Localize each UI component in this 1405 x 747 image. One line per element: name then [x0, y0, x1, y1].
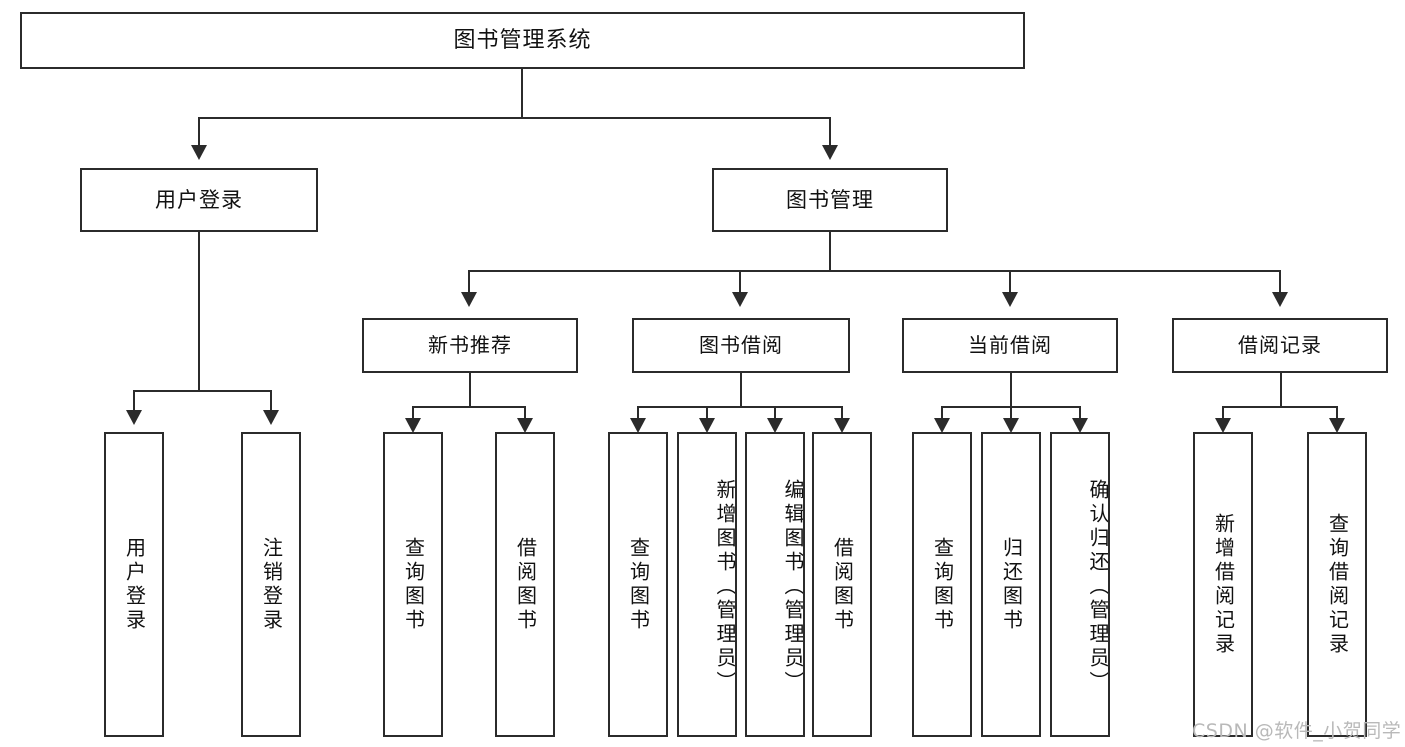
arrow-user-login-to-leaf-1	[126, 410, 142, 425]
connector-user-login-to-leaf-1	[133, 390, 135, 412]
arrow-book-manage-to-current	[1002, 292, 1018, 307]
leaf-label: 新增图书（管理员）	[713, 478, 737, 695]
leaf-label: 借阅图书	[830, 536, 855, 633]
connector-user-login-bar	[133, 390, 272, 392]
connector-book-borrow-stem	[740, 373, 742, 406]
arrow-book-manage-to-borrow	[732, 292, 748, 307]
leaf-user-login[interactable]: 用户登录	[104, 432, 164, 737]
arrow-book-manage-to-new-book	[461, 292, 477, 307]
leaf-return-book[interactable]: 归还图书	[981, 432, 1041, 737]
arrow-book-borrow-to-leaf-1	[630, 418, 646, 433]
connector-book-manage-bar	[468, 270, 1280, 272]
connector-user-login-to-leaf-2	[270, 390, 272, 412]
leaf-query-book-new[interactable]: 查询图书	[383, 432, 443, 737]
connector-book-manage-stem	[829, 232, 831, 270]
leaf-query-borrow-record[interactable]: 查询借阅记录	[1307, 432, 1367, 737]
connector-current-borrow-stem	[1010, 373, 1012, 406]
connector-borrow-record-stem	[1280, 373, 1282, 406]
connector-borrow-record-bar	[1222, 406, 1338, 408]
arrow-user-login-to-leaf-2	[263, 410, 279, 425]
node-current-borrow[interactable]: 当前借阅	[902, 318, 1118, 373]
leaf-label: 注销登录	[259, 536, 284, 633]
arrow-book-borrow-to-leaf-2	[699, 418, 715, 433]
leaf-label: 用户登录	[122, 536, 147, 633]
leaf-query-book-borrow[interactable]: 查询图书	[608, 432, 668, 737]
connector-root-stem	[521, 69, 523, 117]
arrow-current-borrow-to-leaf-3	[1072, 418, 1088, 433]
connector-borrow-record-to-leaf-2	[1336, 406, 1338, 420]
arrow-book-borrow-to-leaf-4	[834, 418, 850, 433]
connector-book-manage-to-new-book	[468, 270, 470, 294]
arrow-borrow-record-to-leaf-2	[1329, 418, 1345, 433]
leaf-label: 借阅图书	[513, 536, 538, 633]
leaf-label: 查询图书	[401, 536, 426, 633]
connector-root-to-book-manage	[829, 117, 831, 147]
leaf-label: 归还图书	[999, 536, 1024, 633]
leaf-add-book-admin[interactable]: 新增图书（管理员）	[677, 432, 737, 737]
leaf-label: 查询图书	[626, 536, 651, 633]
arrow-root-to-book-manage	[822, 145, 838, 160]
arrow-book-borrow-to-leaf-3	[767, 418, 783, 433]
connector-book-borrow-to-leaf-2	[706, 406, 708, 420]
leaf-edit-book-admin[interactable]: 编辑图书（管理员）	[745, 432, 805, 737]
connector-current-borrow-to-leaf-1	[941, 406, 943, 420]
connector-book-borrow-to-leaf-4	[841, 406, 843, 420]
arrow-new-book-to-leaf-2	[517, 418, 533, 433]
connector-new-book-stem	[469, 373, 471, 406]
node-book-borrow[interactable]: 图书借阅	[632, 318, 850, 373]
leaf-label: 查询借阅记录	[1325, 512, 1350, 657]
node-user-login[interactable]: 用户登录	[80, 168, 318, 232]
connector-new-book-to-leaf-2	[524, 406, 526, 420]
connector-root-to-user-login	[198, 117, 200, 147]
connector-new-book-bar	[412, 406, 526, 408]
connector-book-borrow-to-leaf-1	[637, 406, 639, 420]
connector-root-bar	[198, 117, 831, 119]
connector-book-manage-to-record	[1279, 270, 1281, 294]
connector-user-login-stem	[198, 232, 200, 390]
connector-book-borrow-to-leaf-3	[774, 406, 776, 420]
leaf-query-book-current[interactable]: 查询图书	[912, 432, 972, 737]
connector-book-manage-to-current	[1009, 270, 1011, 294]
arrow-current-borrow-to-leaf-1	[934, 418, 950, 433]
leaf-label: 编辑图书（管理员）	[781, 478, 805, 695]
leaf-logout[interactable]: 注销登录	[241, 432, 301, 737]
node-new-book-recommend[interactable]: 新书推荐	[362, 318, 578, 373]
leaf-label: 查询图书	[930, 536, 955, 633]
connector-current-borrow-to-leaf-2	[1010, 406, 1012, 420]
leaf-label: 新增借阅记录	[1211, 512, 1236, 657]
node-book-manage[interactable]: 图书管理	[712, 168, 948, 232]
node-borrow-record[interactable]: 借阅记录	[1172, 318, 1388, 373]
node-root-library-system[interactable]: 图书管理系统	[20, 12, 1025, 69]
arrow-current-borrow-to-leaf-2	[1003, 418, 1019, 433]
connector-book-borrow-bar	[637, 406, 843, 408]
leaf-borrow-book[interactable]: 借阅图书	[812, 432, 872, 737]
leaf-confirm-return-admin[interactable]: 确认归还（管理员）	[1050, 432, 1110, 737]
leaf-label: 确认归还（管理员）	[1086, 478, 1110, 695]
connector-current-borrow-to-leaf-3	[1079, 406, 1081, 420]
leaf-borrow-book-new[interactable]: 借阅图书	[495, 432, 555, 737]
watermark-csdn: CSDN @软件_小贺同学	[1192, 720, 1402, 742]
connector-book-manage-to-borrow	[739, 270, 741, 294]
arrow-borrow-record-to-leaf-1	[1215, 418, 1231, 433]
connector-new-book-to-leaf-1	[412, 406, 414, 420]
arrow-book-manage-to-record	[1272, 292, 1288, 307]
arrow-new-book-to-leaf-1	[405, 418, 421, 433]
connector-borrow-record-to-leaf-1	[1222, 406, 1224, 420]
arrow-root-to-user-login	[191, 145, 207, 160]
leaf-add-borrow-record[interactable]: 新增借阅记录	[1193, 432, 1253, 737]
